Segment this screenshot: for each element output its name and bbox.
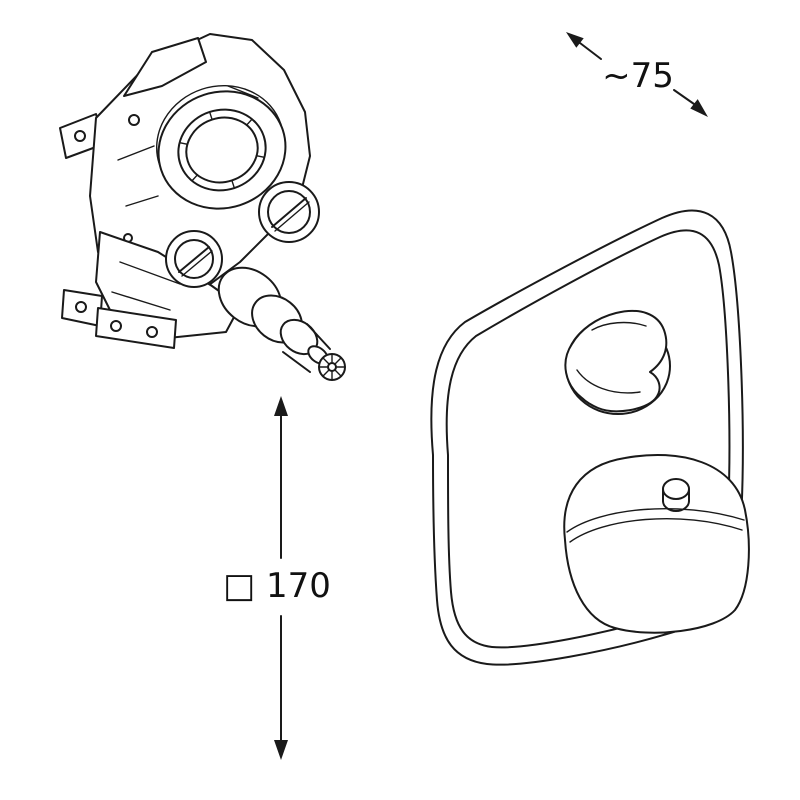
dimension-plate-size: □ 170 [223,396,331,760]
dimension-depth: ~75 [566,32,708,117]
arrow-up-icon [274,396,288,416]
arrow-down-right-icon [690,99,708,117]
clamp-ring [156,84,287,210]
trim-plate [430,209,750,666]
arrow-down-icon [274,740,288,760]
plate-size-dimension-label: □ 170 [223,566,331,606]
concealed-valve-body [59,33,346,381]
diverter-handle [564,309,668,413]
arrow-up-left-icon [566,32,584,48]
depth-dimension-label: ~75 [602,56,674,96]
fixing-screw-lower [165,230,223,288]
fixing-screw-upper [258,181,320,243]
splined-spindle [217,266,346,381]
mounting-bracket [59,113,105,327]
knob-button [662,478,690,512]
thermostat-knob [563,454,750,634]
